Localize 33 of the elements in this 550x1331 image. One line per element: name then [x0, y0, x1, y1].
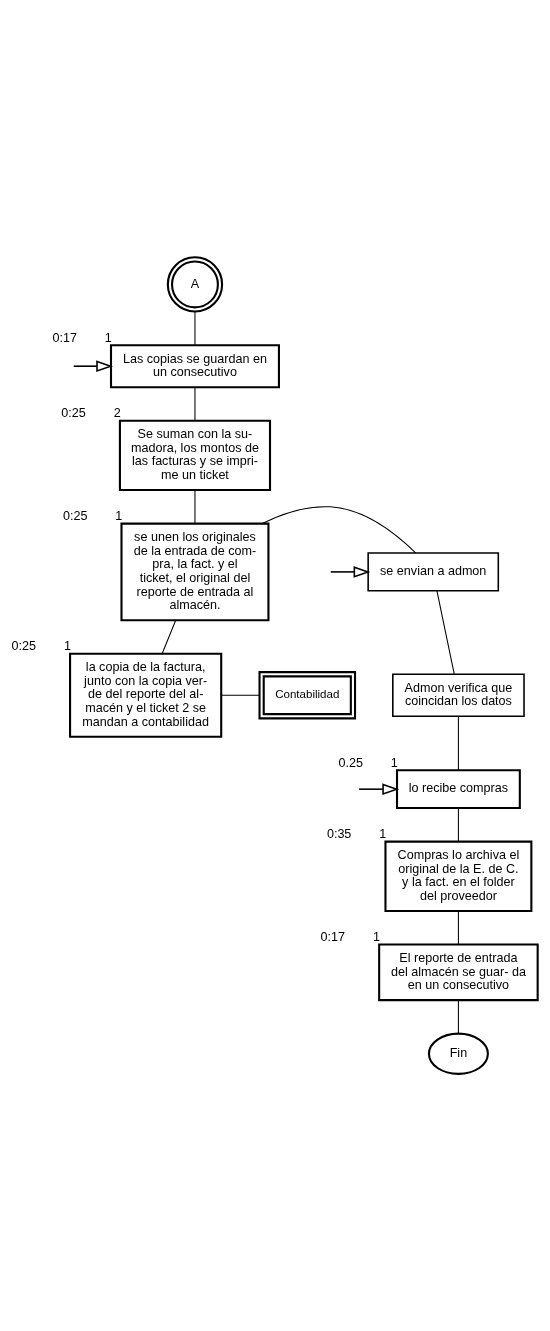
- node-box: la copia de la factura, junto con la copia ver- de del reporte del al- macén y el ticket 2 se mandan a contabilidad: [69, 652, 223, 738]
- connector: [261, 506, 417, 554]
- node-label: 0:17 1: [52, 330, 112, 345]
- node-box: Compras lo archiva el original de la E. de C. y la fact. en el folder del proveedor: [384, 840, 533, 912]
- connector: [220, 694, 260, 696]
- connector: [161, 620, 177, 654]
- node-label: 0:35 1: [326, 827, 387, 842]
- connector: [194, 311, 196, 346]
- connector: [457, 716, 459, 771]
- node-box: Se suman con la su- madora, los montos de las facturas y se impri- me un ticket: [118, 419, 272, 492]
- connector: [457, 910, 459, 945]
- node-box: Las copias se guardan en un consecutivo: [109, 344, 280, 389]
- node-label: 0.25 1: [338, 755, 398, 770]
- connector: [194, 386, 196, 422]
- arrow: [72, 360, 113, 373]
- connector: [457, 807, 459, 842]
- node-box: se envian a admon: [367, 552, 500, 592]
- node-label: 0:25 1: [62, 509, 123, 524]
- node-circle: A: [166, 256, 224, 313]
- node-box: Admon verifica que coincidan los datos: [392, 673, 525, 717]
- node-box: se unen los originales de la entrada de com- pra, la fact. y el ticket, el original del reporte de entrada al almacén.: [120, 522, 270, 622]
- node-label: 0:17 1: [320, 929, 381, 944]
- node-box: El reporte de entrada del almacén se guar- da en un consecutivo: [378, 943, 539, 1002]
- connector: [436, 590, 455, 675]
- connector: [194, 489, 196, 524]
- connector: [457, 999, 459, 1035]
- node-box: lo recibe compras: [395, 769, 521, 810]
- node-label: 0:25 1: [11, 639, 71, 654]
- arrow: [329, 566, 371, 578]
- node-ellipse: Fin: [427, 1032, 489, 1075]
- arrow: [358, 783, 400, 796]
- node-label: 0:25 2: [61, 406, 121, 421]
- node-box: Contabilidad: [258, 671, 357, 720]
